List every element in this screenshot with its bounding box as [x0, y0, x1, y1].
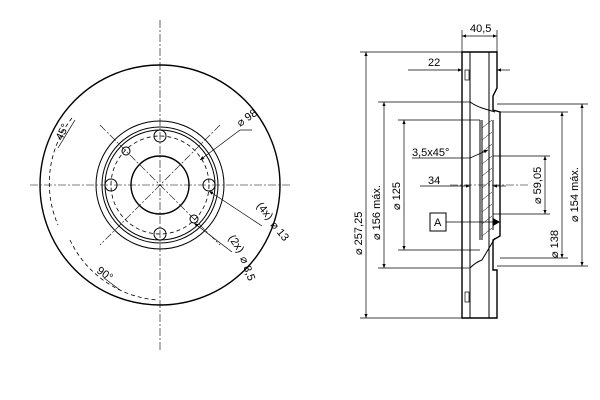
datum-triangle: [493, 218, 500, 226]
front-view: 45° 90° ⌀ 98 (4x) ⌀ 13 (2x) ⌀ 8,5: [30, 20, 291, 350]
section-outline: [461, 51, 501, 319]
angle-45-leader: [57, 119, 76, 149]
angle-90-leader: [103, 277, 121, 291]
slot-top: [464, 69, 470, 81]
hole-8-5-leader: [193, 222, 233, 253]
hatching: [481, 119, 493, 237]
hole-count-2x: (2x): [226, 233, 247, 255]
dim-156-max: ⌀ 156 máx.: [371, 185, 383, 240]
outer-ref-arc: [48, 117, 73, 226]
bolt-hole-bottom: [153, 227, 167, 241]
hole-count-4x: (4x): [254, 200, 275, 222]
chamfer-dim: 3,5x45°: [412, 147, 449, 159]
dim-154-max: ⌀ 154 máx.: [569, 167, 581, 222]
dim-257-25: ⌀ 257,25: [353, 212, 365, 255]
pilot-hole-1: [121, 146, 131, 156]
bolt-hole-left: [104, 178, 118, 192]
bolt-circle-leader: [199, 129, 241, 161]
dim-125: ⌀ 125: [391, 182, 403, 210]
dim-40-5: 40,5: [470, 23, 491, 35]
dim-22: 22: [428, 57, 440, 69]
hole-13-leader: [208, 190, 263, 227]
dim-59-05: ⌀ 59,05: [532, 167, 544, 204]
chamfer-leader-tip: [469, 149, 489, 159]
angle-90-label: 90°: [94, 265, 115, 284]
hat-fillet-top: [469, 101, 496, 113]
side-view: 40,5 22 3,5x45° 34 A ⌀ 257,25 ⌀ 156 máx.: [353, 23, 588, 319]
diagonal-centerline-2: [99, 124, 221, 246]
datum-label: A: [434, 217, 442, 229]
lower-ref-arc: [69, 239, 159, 301]
dim-34: 34: [428, 175, 440, 187]
slot-bottom: [464, 291, 470, 303]
bolt-hole-top: [153, 129, 167, 143]
bolt-circle-dim: ⌀ 98: [235, 107, 260, 129]
dim-138: ⌀ 138: [549, 230, 561, 258]
hat-fillet-bottom: [469, 237, 496, 269]
